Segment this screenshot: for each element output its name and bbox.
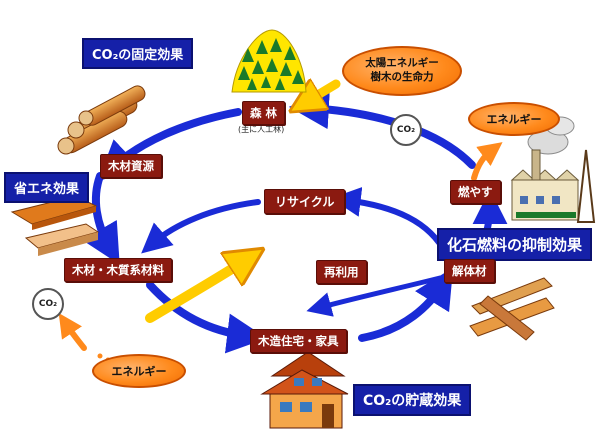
node-forest-caption: (主に人工林) bbox=[238, 125, 285, 134]
solar-input-arrow bbox=[306, 84, 341, 102]
title-energy-saving: 省エネ効果 bbox=[4, 172, 90, 203]
node-wooden-house: 木造住宅・家具 bbox=[250, 329, 347, 353]
co2-mark-left: CO₂ bbox=[32, 288, 64, 320]
co2-mark-forest: CO₂ bbox=[390, 114, 422, 146]
energy-input-arrow bbox=[145, 260, 246, 323]
node-wood-materials: 木材・木質系材料 bbox=[64, 258, 172, 282]
factory-illustration bbox=[510, 116, 596, 223]
node-forest: 森 林 bbox=[242, 101, 286, 125]
node-burn: 燃やす bbox=[450, 180, 501, 204]
energy-output-arrow bbox=[471, 142, 503, 181]
node-reuse: 再利用 bbox=[316, 260, 367, 284]
co2-release-arrow bbox=[58, 313, 87, 351]
arrow-wood-resource-to-materials bbox=[82, 172, 120, 265]
logs-illustration bbox=[57, 85, 146, 155]
title-co2-fixation: CO₂の固定効果 bbox=[82, 38, 194, 69]
bubble-energy-input: エネルギー bbox=[92, 354, 186, 388]
node-wood-resource: 木材資源 bbox=[100, 154, 162, 178]
timbers-illustration bbox=[469, 277, 555, 341]
bubble-energy-output: エネルギー bbox=[468, 102, 560, 136]
planks-illustration bbox=[10, 195, 100, 256]
arrow-house-to-demolition bbox=[358, 267, 454, 342]
node-demolition-wood: 解体材 bbox=[444, 259, 495, 283]
arrow-materials-to-house bbox=[146, 281, 268, 354]
arrow-demolition-to-recycle bbox=[330, 186, 449, 257]
title-fossil-fuel-suppression: 化石燃料の抑制効果 bbox=[437, 228, 593, 261]
house-illustration bbox=[260, 351, 349, 429]
node-recycle: リサイクル bbox=[264, 189, 346, 214]
arrow-burn-to-forest bbox=[288, 89, 476, 169]
bubble-solar-energy: 太陽エネルギー 樹木の生命力 bbox=[342, 46, 462, 96]
outer-cycle-arrows bbox=[82, 89, 508, 354]
arrow-demolition-to-house bbox=[306, 275, 443, 317]
arrow-recycle-to-materials bbox=[141, 199, 261, 254]
title-co2-storage: CO₂の貯蔵効果 bbox=[353, 384, 472, 416]
forest-illustration bbox=[231, 29, 307, 93]
